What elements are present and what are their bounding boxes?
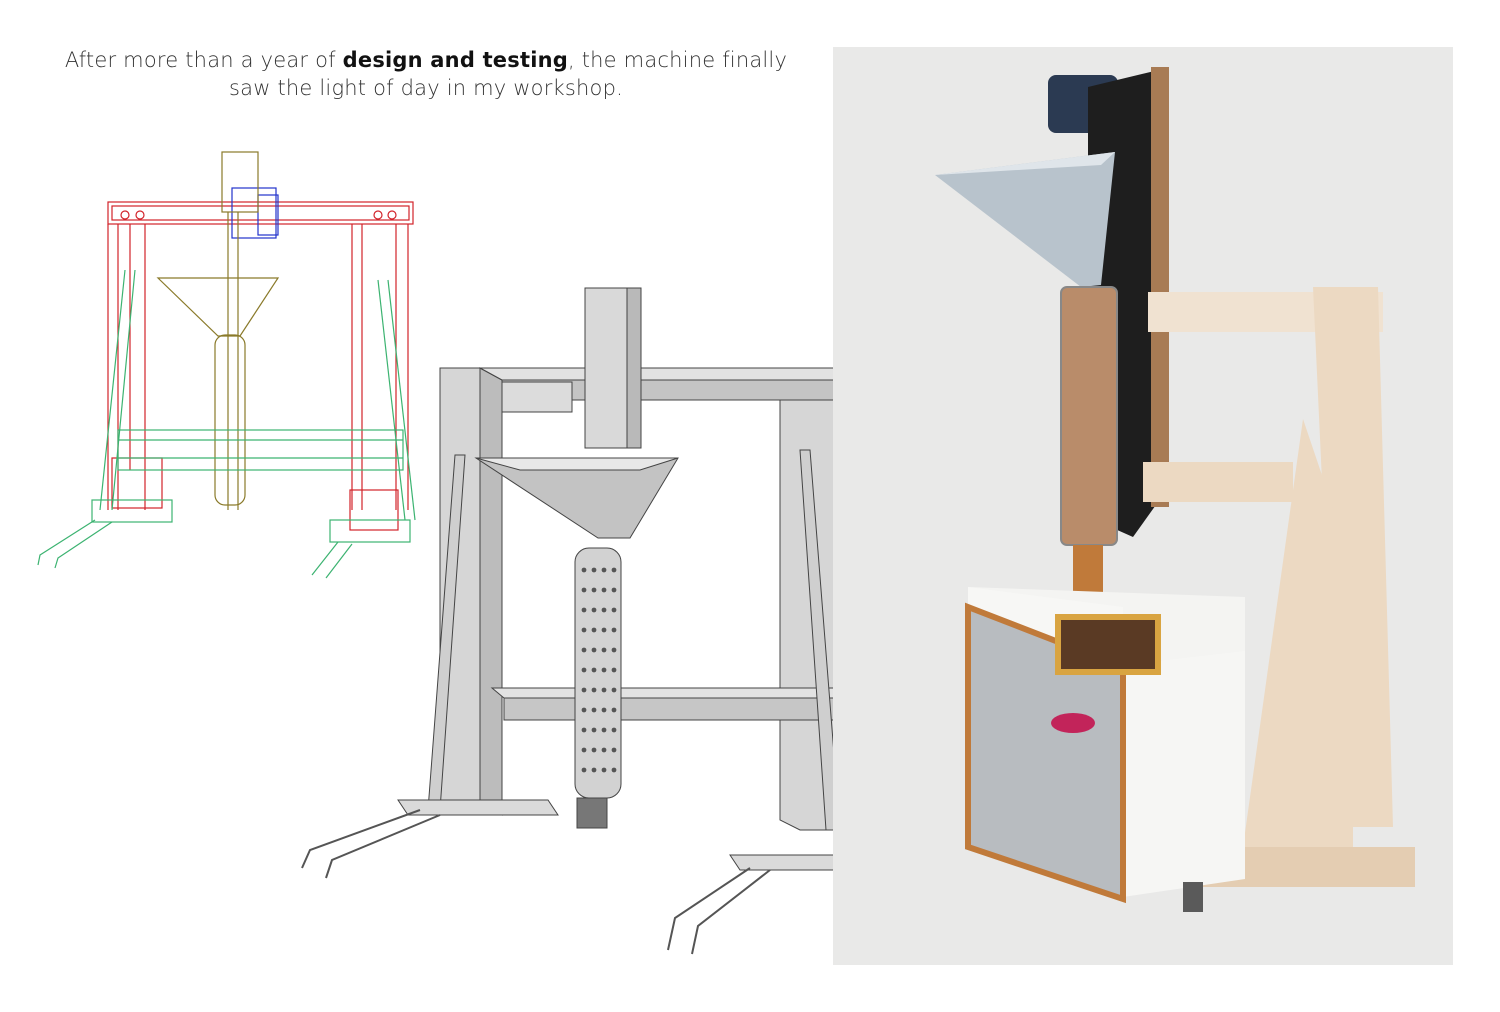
shaded-perforations [581, 567, 617, 773]
wireframe-cad-image [37, 151, 416, 579]
top-opening [1055, 614, 1161, 675]
caption-emphasis: design and testing [342, 48, 568, 72]
shaded-frame [397, 287, 891, 871]
wire-blue-parts [231, 187, 279, 239]
shaded-cad-image [301, 287, 909, 955]
caption-text: After more than a year of design and tes… [60, 46, 792, 102]
caption-lead: After more than a year of [64, 48, 343, 72]
wire-olive-column [156, 151, 280, 510]
wood-brace [1228, 419, 1353, 882]
hopper [935, 152, 1115, 287]
wire-green-braces [37, 269, 416, 579]
machine-photo-illustration [935, 67, 1415, 912]
caption-tail: , the machine finally saw the light of d… [228, 48, 788, 100]
perforated-cylinder [1061, 287, 1117, 545]
machine-photo [833, 47, 1453, 965]
